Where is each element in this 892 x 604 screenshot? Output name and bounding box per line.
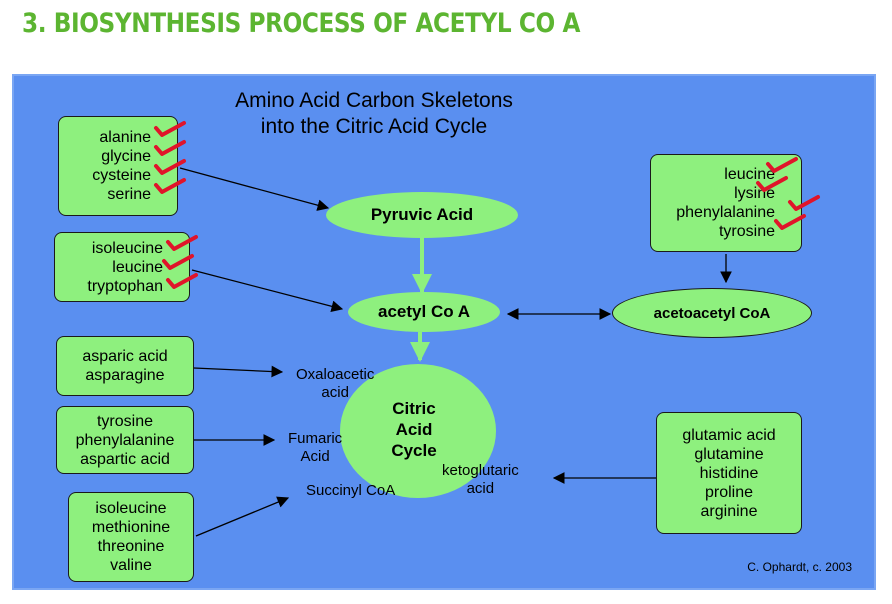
oxaloacetate-sources-box: asparic acid asparagine: [56, 336, 194, 396]
amino-acid-alanine: alanine: [99, 129, 151, 146]
amino-acid-phenylalanine: phenylalanine: [676, 204, 775, 221]
checkmarks-layer: [154, 121, 820, 289]
amino-acid-leucine: leucine: [112, 258, 163, 276]
amino-acid-asparic-acid: asparic acid: [82, 348, 168, 365]
ketoglutarate-sources-box: glutamic acid glutamine histidine prolin…: [656, 412, 802, 534]
amino-acid-serine: serine: [107, 186, 151, 203]
checkmark-icon: [766, 157, 798, 173]
acetyl-sources-box: isoleucine leucine tryptophan: [54, 232, 190, 302]
ketoglutaric-line-2: acid: [466, 480, 495, 497]
acetoacetyl-coa-node: acetoacetyl CoA: [612, 288, 812, 338]
diagram-title-line-1: Amino Acid Carbon Skeletons: [235, 89, 513, 112]
checkmark-icon: [788, 195, 820, 211]
ketoglutaric-acid-label: ketoglutaric acid: [442, 462, 519, 498]
succinyl-sources-box: isoleucine methionine threonine valine: [68, 492, 194, 582]
amino-acid-cysteine: cysteine: [92, 167, 151, 184]
arrow-succinyl-sources: [195, 496, 290, 537]
arrow-acetyl-sources: [191, 269, 344, 313]
amino-acid-tyrosine: tyrosine: [718, 223, 775, 240]
acetoacetyl-coa-label: acetoacetyl CoA: [653, 304, 771, 322]
checkmark-icon: [154, 140, 186, 156]
pyruvic-acid-label: Pyruvic Acid: [370, 205, 474, 224]
oxaloacetic-line-1: Oxaloacetic: [296, 366, 375, 383]
arrows-layer: [179, 167, 732, 537]
amino-acid-asparagine: asparagine: [85, 367, 165, 384]
amino-acid-histidine: histidine: [699, 464, 759, 482]
amino-acid-proline: proline: [704, 483, 754, 501]
ketoglutaric-line-1: ketoglutaric: [442, 462, 519, 479]
amino-acid-glutamine: glutamine: [694, 445, 764, 463]
amino-acid-tryptophan: tryptophan: [87, 277, 163, 295]
checkmark-icon: [154, 121, 186, 137]
oxaloacetic-line-2: acid: [321, 384, 349, 401]
credit-text: C. Ophardt, c. 2003: [747, 560, 852, 574]
amino-acid-arginine: arginine: [700, 502, 758, 520]
page-title: 3. BIOSYNTHESIS PROCESS OF ACETYL CO A: [22, 8, 581, 39]
checkmark-icon: [774, 214, 806, 230]
amino-acid-aspartic-acid: aspartic acid: [80, 450, 170, 468]
succinyl-line: Succinyl CoA: [306, 482, 396, 499]
oxaloacetic-acid-label: Oxaloacetic acid: [296, 366, 374, 402]
fumaric-acid-label: Fumaric Acid: [288, 430, 342, 466]
diagram-panel: Amino Acid Carbon Skeletons into the Cit…: [12, 74, 876, 590]
amino-acid-threonine: threonine: [97, 538, 165, 555]
amino-acid-tyrosine: tyrosine: [96, 412, 154, 430]
arrow-oxaloacetate-sources: [193, 365, 284, 378]
amino-acid-valine: valine: [110, 557, 152, 574]
amino-acid-leucine: leucine: [724, 166, 775, 183]
citric-acid-cycle-label: Citric Acid Cycle: [378, 398, 450, 461]
amino-acid-methionine: methionine: [91, 519, 171, 536]
checkmark-icon: [154, 178, 186, 194]
succinyl-coa-label: Succinyl CoA: [306, 482, 395, 500]
cycle-label-line-3: Cycle: [391, 441, 437, 460]
amino-acid-isoleucine: isoleucine: [91, 239, 163, 257]
fumaric-line-1: Fumaric: [288, 430, 343, 447]
fumarate-sources-box: tyrosine phenylalanine aspartic acid: [56, 406, 194, 474]
cycle-label-line-2: Acid: [395, 420, 433, 439]
pyruvic-acid-node: Pyruvic Acid: [326, 192, 518, 238]
citric-acid-cycle: [340, 364, 496, 498]
checkmark-icon: [166, 273, 198, 289]
amino-acid-phenylalanine: phenylalanine: [75, 431, 175, 449]
amino-acid-isoleucine: isoleucine: [95, 500, 167, 517]
amino-acid-glycine: glycine: [101, 148, 151, 165]
diagram-title: Amino Acid Carbon Skeletons into the Cit…: [194, 88, 554, 140]
checkmark-icon: [756, 176, 788, 192]
checkmark-icon: [162, 254, 194, 270]
checkmark-icon: [166, 235, 198, 251]
acetyl-coa-label: acetyl Co A: [378, 302, 470, 321]
cycle-label-line-1: Citric: [392, 399, 436, 418]
amino-acid-glutamic-acid: glutamic acid: [682, 426, 776, 444]
acetyl-coa-node: acetyl Co A: [348, 292, 500, 332]
checkmark-icon: [154, 159, 186, 175]
diagram-title-line-2: into the Citric Acid Cycle: [260, 115, 488, 138]
fumaric-line-2: Acid: [300, 448, 330, 465]
arrow-pyruvate-sources: [179, 167, 330, 211]
